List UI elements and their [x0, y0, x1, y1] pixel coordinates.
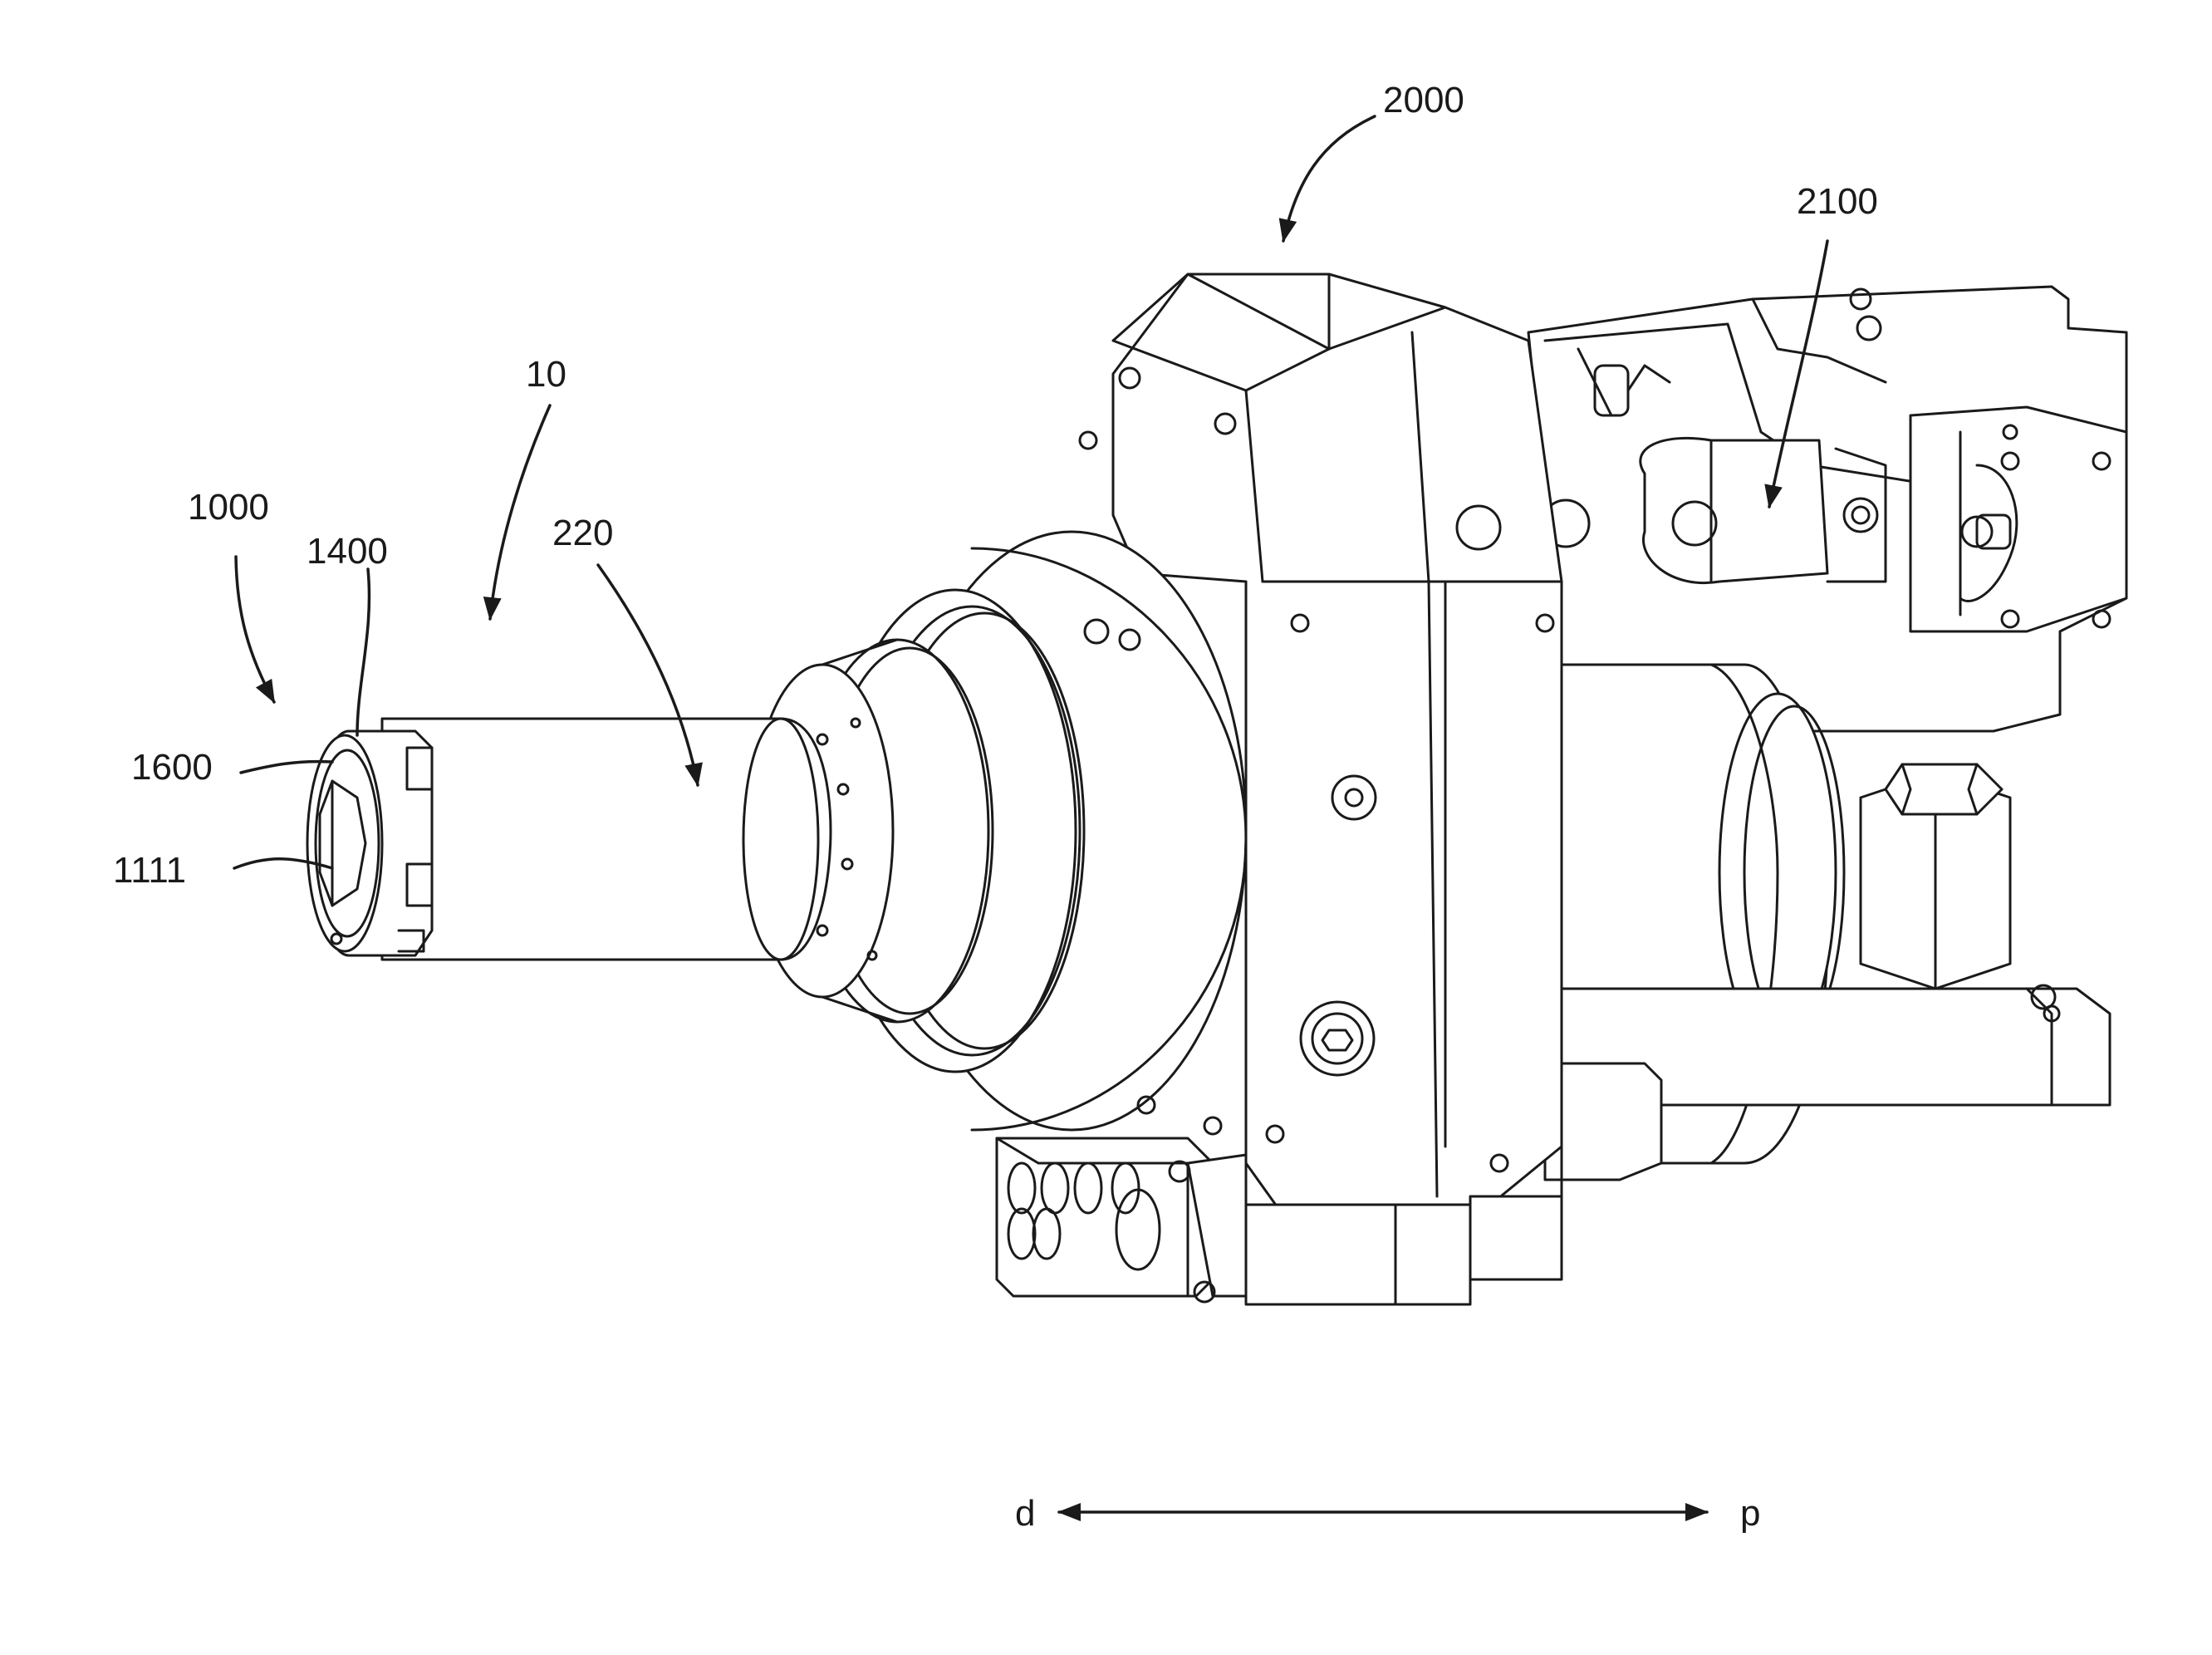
label-2100: 2100	[1797, 181, 1878, 222]
direction-distal-label: d	[1015, 1493, 1035, 1534]
label-1400: 1400	[307, 531, 388, 572]
label-10: 10	[526, 354, 566, 395]
label-2000: 2000	[1383, 80, 1464, 120]
label-220: 220	[552, 513, 613, 553]
label-1111: 1111	[113, 850, 186, 891]
tool-holder-10	[307, 719, 831, 960]
direction-proximal-label: p	[1740, 1493, 1760, 1534]
label-1600: 1600	[131, 747, 213, 788]
label-1000: 1000	[188, 487, 269, 528]
